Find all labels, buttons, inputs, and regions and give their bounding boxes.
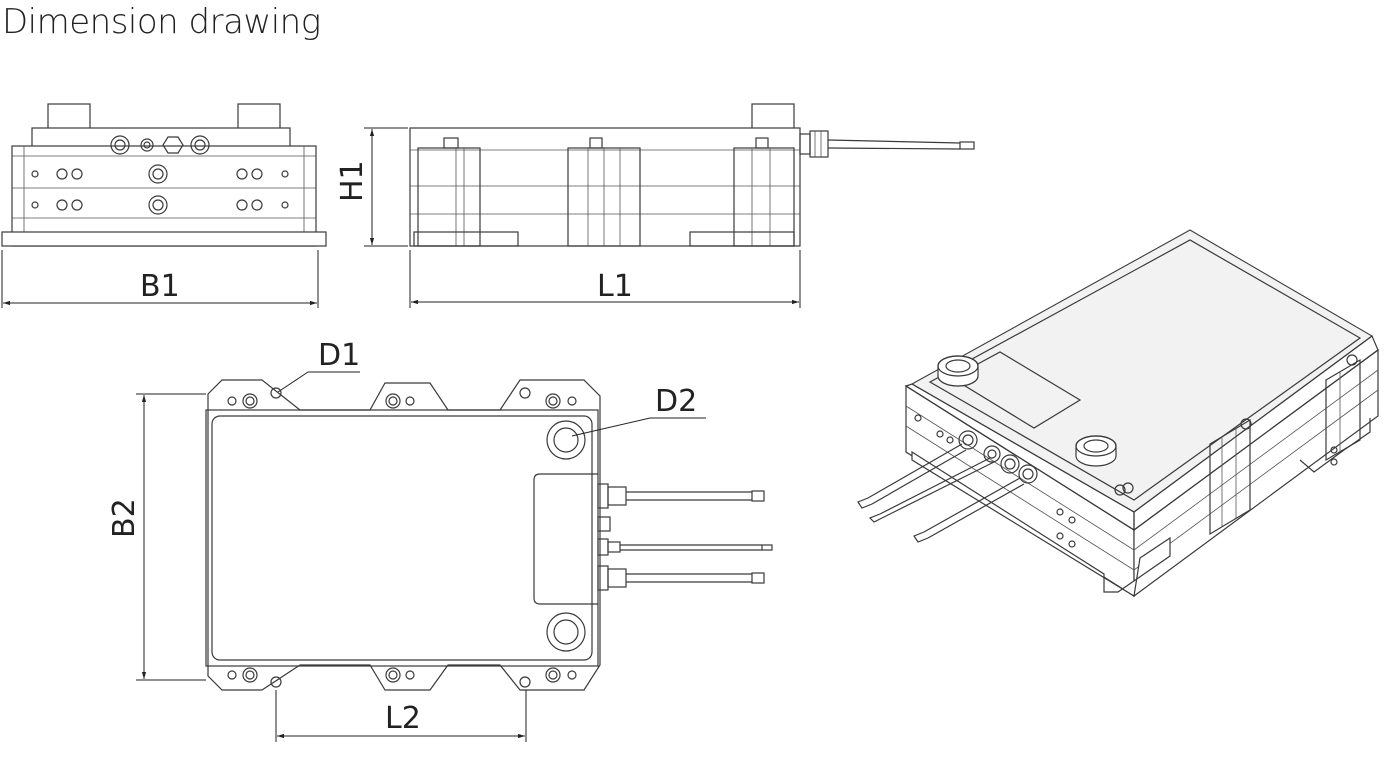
l1-label: L1 bbox=[597, 269, 633, 304]
top-view: D1 D2 B2 L2 bbox=[107, 338, 773, 742]
side-view: H1 L1 bbox=[335, 103, 975, 308]
front-view: B1 bbox=[1, 103, 327, 308]
d2-label: D2 bbox=[655, 384, 697, 419]
l2-label: L2 bbox=[385, 701, 421, 736]
b2-label: B2 bbox=[107, 498, 142, 538]
page-title: Dimension drawing bbox=[2, 2, 321, 42]
isometric-view bbox=[857, 229, 1379, 598]
b1-label: B1 bbox=[140, 269, 180, 304]
h1-label: H1 bbox=[335, 160, 370, 202]
d1-label: D1 bbox=[318, 338, 360, 373]
